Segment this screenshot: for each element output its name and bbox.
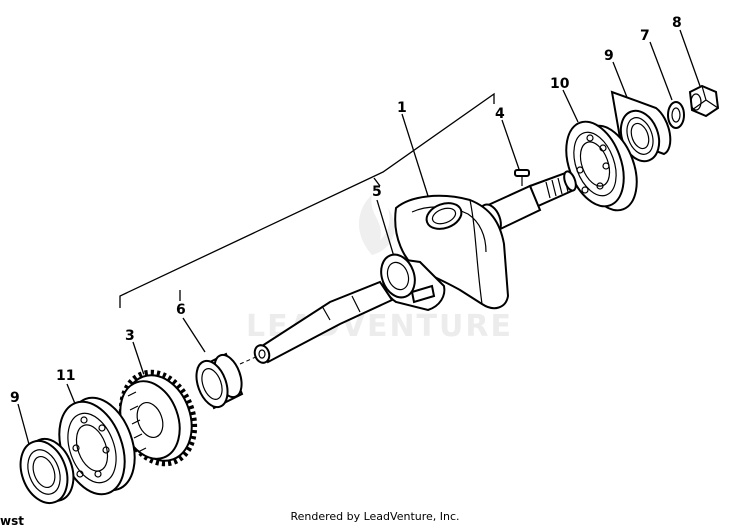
callout-10: 10: [550, 76, 570, 92]
callout-11: 11: [56, 368, 75, 384]
callout-9-left: 9: [10, 390, 20, 406]
callout-9-right: 9: [604, 48, 614, 64]
part-10-bearing-right: [565, 120, 638, 212]
part-11-bearing-left: [58, 396, 136, 496]
callout-1: 1: [397, 100, 407, 116]
callout-4: 4: [495, 106, 505, 122]
part-8-nut: [688, 84, 720, 118]
group-brackets: [119, 92, 495, 308]
cut-off-text: wst: [0, 514, 24, 528]
part-3-gear: [118, 369, 198, 467]
callout-8: 8: [672, 15, 682, 31]
part-1-crankshaft: [239, 169, 577, 365]
part-4-key: [514, 169, 530, 177]
callout-6: 6: [176, 302, 186, 318]
render-credit: Rendered by LeadVenture, Inc.: [290, 510, 460, 523]
callout-7: 7: [640, 28, 650, 44]
callouts: 1 4 5 6 3 10 9 7 8 11 9: [10, 15, 682, 406]
part-6-collar: [195, 352, 244, 410]
callout-3: 3: [125, 328, 135, 344]
part-7-lock-washer: [667, 101, 685, 129]
callout-5: 5: [372, 184, 382, 200]
part-9-seal-left: [19, 438, 75, 504]
leader-lines: [17, 29, 701, 449]
watermark-flame-icon: [358, 195, 395, 255]
